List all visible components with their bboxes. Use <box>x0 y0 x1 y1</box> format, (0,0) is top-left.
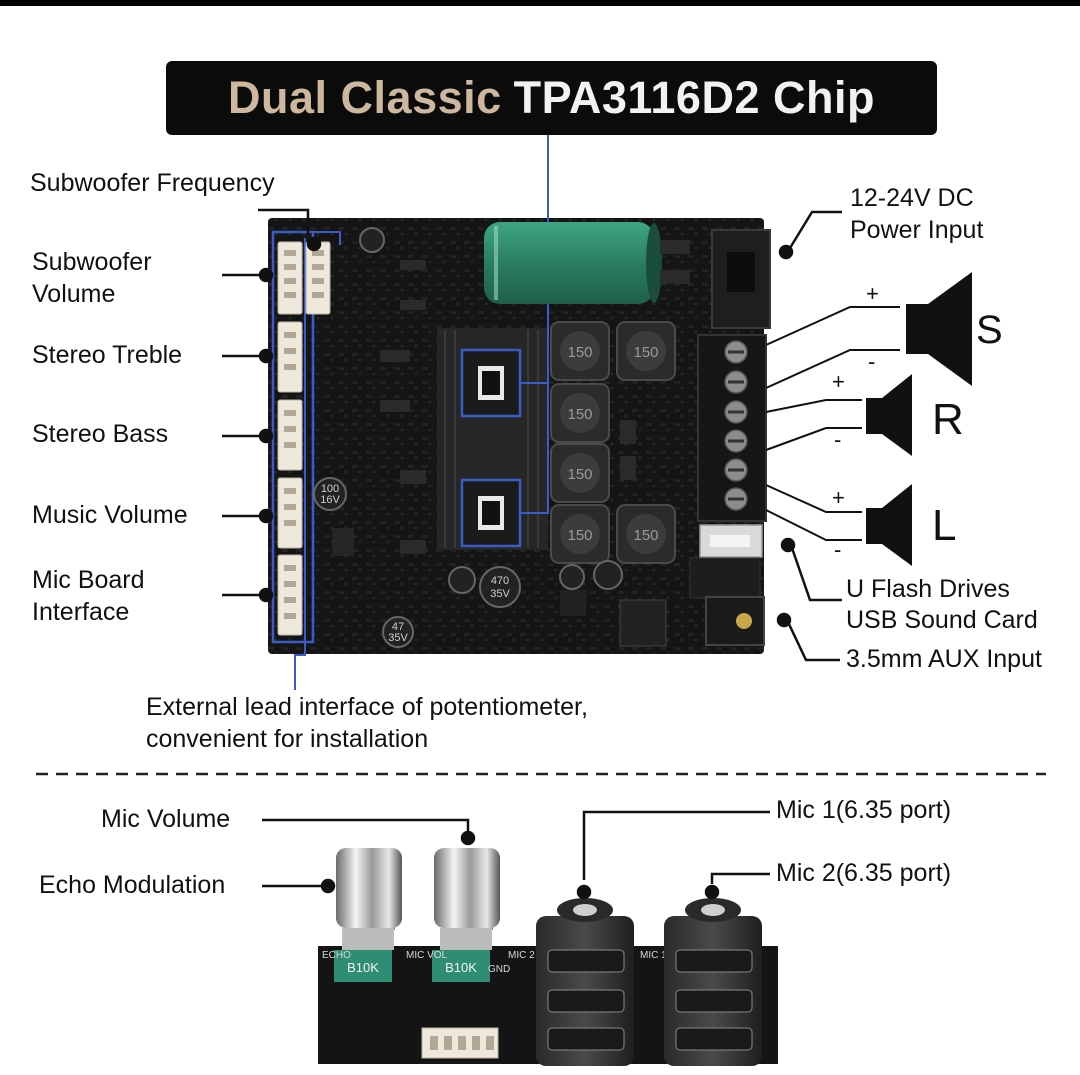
tpa3116-chip-2 <box>460 478 522 548</box>
speaker-letter-l: L <box>932 501 957 550</box>
speaker-wires <box>765 306 900 541</box>
label-subwoofer-volume-line1: Subwoofer <box>32 248 152 276</box>
title-part-1: Dual Classic <box>228 72 502 123</box>
inductor-label: 150 <box>567 527 592 544</box>
silk-mic2: MIC 2 <box>508 950 535 961</box>
speaker-r-plus: + <box>832 369 845 394</box>
label-usb-line2: USB Sound Card <box>846 606 1038 634</box>
label-mic2: Mic 2(6.35 port) <box>776 859 952 887</box>
title-banner: Dual Classic TPA3116D2 Chip <box>166 61 937 135</box>
silk-mic1: MIC 1 <box>640 950 667 961</box>
cap-voltage: 35V <box>388 632 408 644</box>
label-usb-line1: U Flash Drives <box>846 575 1010 603</box>
right-pointer-lines <box>776 210 842 662</box>
top-border <box>0 0 1080 6</box>
label-power-line2: Power Input <box>850 216 984 244</box>
mic-pointer-lines <box>262 810 770 900</box>
speaker-r-minus: - <box>834 427 842 452</box>
speaker-s-plus: + <box>866 281 879 306</box>
title-part-2: TPA3116D2 Chip <box>513 72 875 123</box>
label-subwoofer-frequency: Subwoofer Frequency <box>30 169 275 197</box>
label-mic-board-line1: Mic Board <box>32 566 145 594</box>
potentiometer-lead-line <box>294 238 306 690</box>
tpa3116-chip-1 <box>460 348 522 418</box>
mic1-jack <box>664 898 762 1066</box>
left-pointer-lines <box>222 208 322 603</box>
inductor-label: 150 <box>567 344 592 361</box>
cap-value: 470 <box>491 575 509 587</box>
mic-board: B10K B10K ECHO MIC VOL MIC 2 GND MIC 1 <box>318 848 778 1066</box>
note-line1: External lead interface of potentiometer… <box>146 693 588 721</box>
mic2-jack <box>536 898 634 1066</box>
speaker-icons <box>866 272 972 566</box>
label-subwoofer-volume-line2: Volume <box>32 280 116 308</box>
inductor-label: 150 <box>567 466 592 483</box>
label-aux-input: 3.5mm AUX Input <box>846 645 1042 673</box>
speaker-s-minus: - <box>868 349 876 374</box>
label-mic-volume: Mic Volume <box>101 805 231 833</box>
speaker-icon <box>866 484 912 566</box>
note-line2: convenient for installation <box>146 725 429 753</box>
speaker-l-plus: + <box>832 485 845 510</box>
cap-voltage: 16V <box>320 494 340 506</box>
inductors <box>550 321 676 564</box>
bulk-capacitor <box>484 222 662 304</box>
dc-jack <box>711 229 771 329</box>
speaker-terminal-block <box>697 334 767 522</box>
mic-volume-pot <box>432 848 500 982</box>
label-echo-modulation: Echo Modulation <box>39 871 226 899</box>
speaker-icon <box>866 374 912 456</box>
pot-value-label: B10K <box>347 960 379 975</box>
label-music-volume: Music Volume <box>32 501 188 529</box>
speaker-l-minus: - <box>834 537 842 562</box>
small-capacitors <box>313 227 623 648</box>
inductor-label: 150 <box>633 527 658 544</box>
silk-gnd: GND <box>488 964 510 975</box>
amplifier-board: 150 150 150 150 150 150 <box>268 135 771 690</box>
silk-echo: ECHO <box>322 950 351 961</box>
inductor-label: 150 <box>633 344 658 361</box>
silk-mic-vol: MIC VOL <box>406 950 448 961</box>
pot-value-label: B10K <box>445 960 477 975</box>
cap-voltage: 35V <box>490 588 510 600</box>
cap-value: 47 <box>392 621 404 633</box>
speaker-icon <box>906 272 972 386</box>
label-power-line1: 12-24V DC <box>850 184 974 212</box>
speaker-letter-s: S <box>976 308 1003 352</box>
label-mic-board-line2: Interface <box>32 598 130 626</box>
speaker-letter-r: R <box>932 395 964 444</box>
label-stereo-bass: Stereo Bass <box>32 420 169 448</box>
cap-value: 100 <box>321 483 339 495</box>
inductor-label: 150 <box>567 406 592 423</box>
aux-jack <box>705 596 765 646</box>
label-mic1: Mic 1(6.35 port) <box>776 796 952 824</box>
label-stereo-treble: Stereo Treble <box>32 341 183 369</box>
usb-decoder-chip <box>619 599 667 647</box>
echo-modulation-pot <box>334 848 402 982</box>
